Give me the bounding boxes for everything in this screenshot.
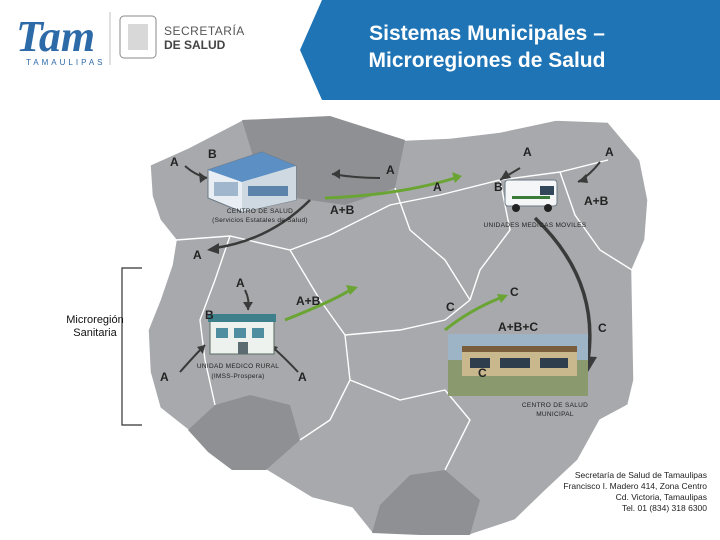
label-b-state-center: B [208,147,217,161]
label-a-rural-left: A [160,370,169,384]
label-c-top: C [510,285,519,299]
label-c-municipal: C [478,366,487,380]
microregion-bracket [122,268,142,425]
microregion-line2: Sanitaria [40,327,150,340]
label-a-rural-top: A [236,276,245,290]
contact-line4: Tel. 01 (834) 318 6300 [500,503,707,514]
contact-info: Secretaría de Salud de Tamaulipas Franci… [500,470,707,514]
caption-state-center-line2: (Servicios Estatales de Salud) [200,217,320,224]
municipal-health-center-photo [448,334,588,396]
caption-rural-unit-line2: (IMSS-Prospera) [188,373,288,380]
title-line2: Microregiones de Salud [322,47,652,74]
title-line1: Sistemas Municipales – [322,20,652,47]
rural-medical-unit-building [208,314,276,354]
label-ab-mobile: A+B [584,194,608,208]
tamaulipas-wordmark: TAMAULIPAS [26,58,106,67]
contact-line3: Cd. Victoria, Tamaulipas [500,492,707,503]
label-a-top-left: A [170,155,179,169]
caption-mobile-units: UNIDADES MEDICAS MOVILES [470,222,600,229]
contact-line2: Francisco I. Madero 414, Zona Centro [500,481,707,492]
page-title: Sistemas Municipales – Microregiones de … [322,20,652,74]
label-a-rural-right: A [298,370,307,384]
secretaria-line2: DE SALUD [164,38,225,52]
microregion-label: Microregión Sanitaria [40,314,150,340]
label-c-center: C [446,300,455,314]
microregion-line1: Microregión [40,314,150,327]
caption-municipal-line1: CENTRO DE SALUD [505,402,605,409]
caption-state-center-line1: CENTRO DE SALUD [210,208,310,215]
label-a-top-center: A [523,145,532,159]
label-a-left-region: A [193,248,202,262]
caption-rural-unit-line1: UNIDAD MEDICO RURAL [188,363,288,370]
label-c-right: C [598,321,607,335]
label-a-state-right: A [386,163,395,177]
secretaria-line1: SECRETARÍA [164,24,245,38]
label-ab-rural: A+B [296,294,320,308]
contact-line1: Secretaría de Salud de Tamaulipas [500,470,707,481]
label-b-mobile: B [494,180,503,194]
tam-logo: Tam [16,14,95,60]
caption-municipal-line2: MUNICIPAL [505,411,605,418]
label-a-mid: A [433,180,442,194]
label-abc: A+B+C [498,320,538,334]
label-a-top-right: A [605,145,614,159]
label-ab-state: A+B [330,203,354,217]
label-b-rural: B [205,308,214,322]
